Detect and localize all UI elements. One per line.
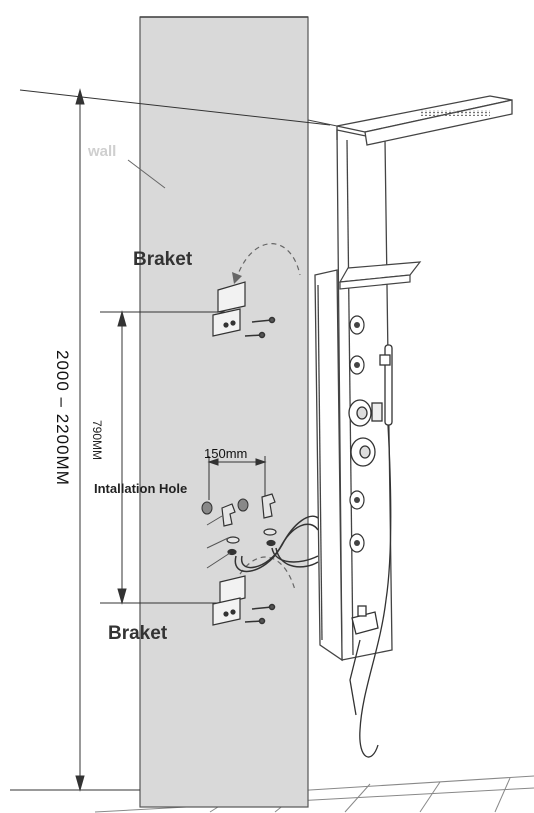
elbow-fittings [221, 493, 277, 556]
rain-nozzles [420, 110, 490, 116]
installation-holes [201, 498, 249, 515]
installation-hole-label: Intallation Hole [94, 481, 188, 496]
hand-shower [359, 344, 393, 758]
hole-spacing-dimension [207, 456, 267, 500]
top-bracket-arrowhead [232, 272, 242, 284]
top-bracket [212, 281, 246, 337]
wall-slab [139, 16, 309, 808]
hole-spacing-label: 150mm [204, 446, 248, 461]
panel-top-line [307, 119, 338, 127]
bottom-bracket-screws [244, 603, 276, 625]
bottom-bracket-label: Braket [108, 623, 168, 644]
top-bracket-screws [244, 316, 276, 339]
control-knobs [348, 399, 383, 467]
fitting-leader-lines [206, 515, 231, 569]
wall-leader-line [127, 159, 166, 189]
panel-shelf [338, 261, 422, 290]
connection-hoses [234, 515, 319, 573]
total-height-dimension [10, 88, 331, 792]
bracket-spacing-dimension [100, 310, 225, 605]
top-bracket-label: Braket [133, 249, 193, 270]
total-height-label: 2000 – 2200MM [53, 350, 72, 486]
body-jet-nozzles [354, 322, 360, 546]
bracket-spacing-label: 790MM [90, 420, 104, 461]
shower-panel [314, 129, 393, 662]
tub-spout [349, 605, 379, 716]
bottom-bracket [212, 575, 246, 626]
wall-label: wall [88, 143, 117, 160]
